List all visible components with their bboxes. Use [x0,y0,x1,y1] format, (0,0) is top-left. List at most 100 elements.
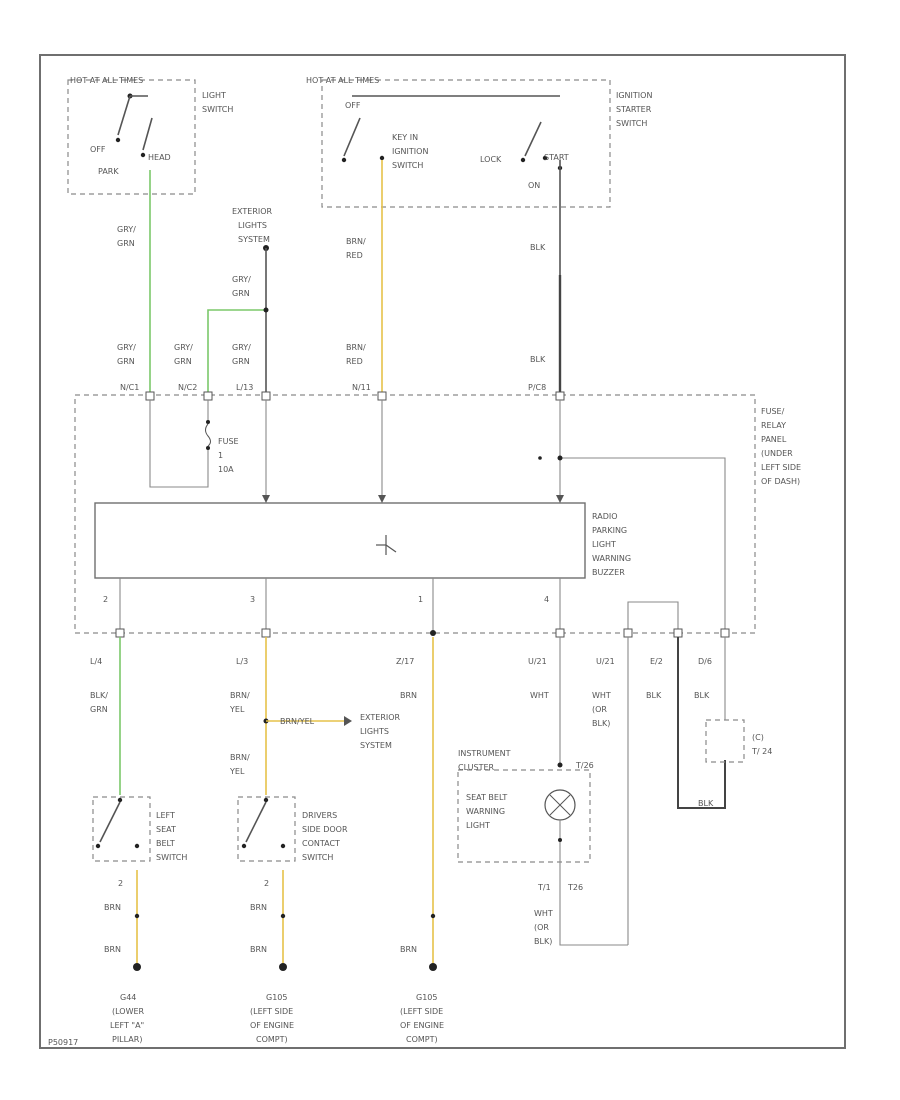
door-switch-box [237,796,296,862]
diagram-frame [39,54,846,1049]
buzzer-label-4: WARNING [592,554,631,563]
wire-label-brn-yel-a1: BRN/ [230,691,250,700]
buzzer-arrow-3 [556,495,564,503]
ground1-label-2: (LOWER [112,1007,145,1016]
door-switch-contact-top [263,797,269,803]
buzzer-label-3: LIGHT [592,540,616,549]
exterior-lights-mid-2: LIGHTS [360,727,389,736]
pin-top-4 [377,391,387,401]
door-switch-label-2: SIDE DOOR [302,825,348,834]
wire-label-gry-grn-a2: GRN [117,239,135,248]
wire-label-gry-grn-e2: GRN [232,357,250,366]
seat-belt-switch-label-1: LEFT [156,811,175,820]
panel-jumper-u21-e2 [627,601,679,633]
ignition-switch-label-1: IGNITION [616,91,652,100]
ground2-label-2: (LEFT SIDE [250,1007,293,1016]
ground3-point [429,963,437,971]
fuse-panel-label-6: OF DASH) [761,477,800,486]
splice-panel [557,455,563,461]
buzzer-label-2: PARKING [592,526,627,535]
conn-bottom-7: D/6 [698,657,712,666]
seat-belt-switch-contact-top [117,797,123,803]
wire-label-gry-grn-c2: GRN [232,289,250,298]
door-switch-contact-right [280,843,286,849]
t26b-label: T26 [567,883,583,892]
buzzer-label-5: BUZZER [592,568,625,577]
fuse-element [205,423,211,447]
c1-connector-box [705,719,745,763]
wire-label-gry-grn-d1: GRY/ [174,343,193,352]
lamp-filament-2 [549,794,571,816]
wire-label-gry-grn-b2: GRN [117,357,135,366]
fuse-panel-label-1: FUSE/ [761,407,785,416]
pin-bottom-3 [430,630,436,636]
exterior-lights-mid-3: SYSTEM [360,741,392,750]
pin-bottom-1 [115,628,125,638]
wire-label-wht-blk-low-1: WHT [534,909,553,918]
wire-label-blk-e2: BLK [646,691,662,700]
fuse-contact-1 [206,420,210,424]
wire-label-wht: WHT [530,691,549,700]
ignition-lock-contact [520,157,526,163]
pin-top-2 [203,391,213,401]
exterior-lights-top-1: EXTERIOR [232,207,273,216]
c1-label-2: T/ 24 [751,747,772,756]
brn-yel-tag: BRN/YEL [280,717,315,726]
seat-belt-switch-label-2: SEAT [156,825,176,834]
ignition-switch-label-2: STARTER [616,105,652,114]
key-switch-contact-2 [379,155,385,161]
wire-label-brn-red-b2: RED [346,357,363,366]
instrument-cluster-label-2: CLUSTER [458,763,495,772]
seat-belt-light-label-2: WARNING [466,807,505,816]
seat-belt-light-label-1: SEAT BELT [466,793,507,802]
conn-top-1: N/C1 [120,383,139,392]
buzzer-pin-2: 2 [103,595,108,604]
splice-green [263,307,269,313]
exterior-lights-top-3: SYSTEM [238,235,270,244]
ignition-on-label: ON [528,181,540,190]
buzzer-label-1: RADIO [592,512,618,521]
ignition-start-label: START [544,153,569,162]
door-switch-contact-left [241,843,247,849]
door-switch-label-4: SWITCH [302,853,333,862]
light-switch-head-label: HEAD [148,153,171,162]
panel-wire-d6 [560,457,726,633]
wire-label-brn-red-a1: BRN/ [346,237,366,246]
ground2-pin: 2 [264,879,269,888]
wire-label-gry-grn-d2: GRN [174,357,192,366]
buzzer-pin-1: 1 [418,595,423,604]
light-switch-hot-label: HOT AT ALL TIMES [70,76,143,85]
key-in-label-3: SWITCH [392,161,423,170]
ground1-pin: 2 [118,879,123,888]
wire-label-blk-d6: BLK [694,691,710,700]
ignition-start-contact [542,155,548,161]
figure-id: P50917 [48,1038,78,1047]
panel-loop-wire [149,400,209,488]
fuse-label-2: 1 [218,451,223,460]
door-switch-label-3: CONTACT [302,839,340,848]
wire-label-gry-grn-c1: GRY/ [232,275,251,284]
buzzer-pin-4: 4 [544,595,549,604]
conn-top-5: P/C8 [528,383,546,392]
ignition-lock-label: LOCK [480,155,502,164]
buzzer-module [94,502,586,579]
ground1-label-3: LEFT "A" [110,1021,144,1030]
ignition-blade [524,121,542,157]
conn-top-4: N/11 [352,383,371,392]
cluster-pin-bottom [558,838,562,842]
light-switch-off-label: OFF [90,145,106,154]
buzzer-symbol [376,535,397,555]
buzzer-arrow-2 [378,495,386,503]
light-switch-label-1: LIGHT [202,91,226,100]
instrument-cluster-label-1: INSTRUMENT [458,749,511,758]
pin-top-1 [145,391,155,401]
wire-label-gry-grn-b1: GRY/ [117,343,136,352]
key-switch-contact [341,157,347,163]
key-switch-blade [343,117,361,157]
ground1-wire-label-a: BRN [104,903,121,912]
seat-belt-switch-blade [99,801,121,843]
instrument-cluster-box [457,769,591,863]
ground3-splice-a [430,913,436,919]
conn-bottom-1: L/4 [90,657,102,666]
